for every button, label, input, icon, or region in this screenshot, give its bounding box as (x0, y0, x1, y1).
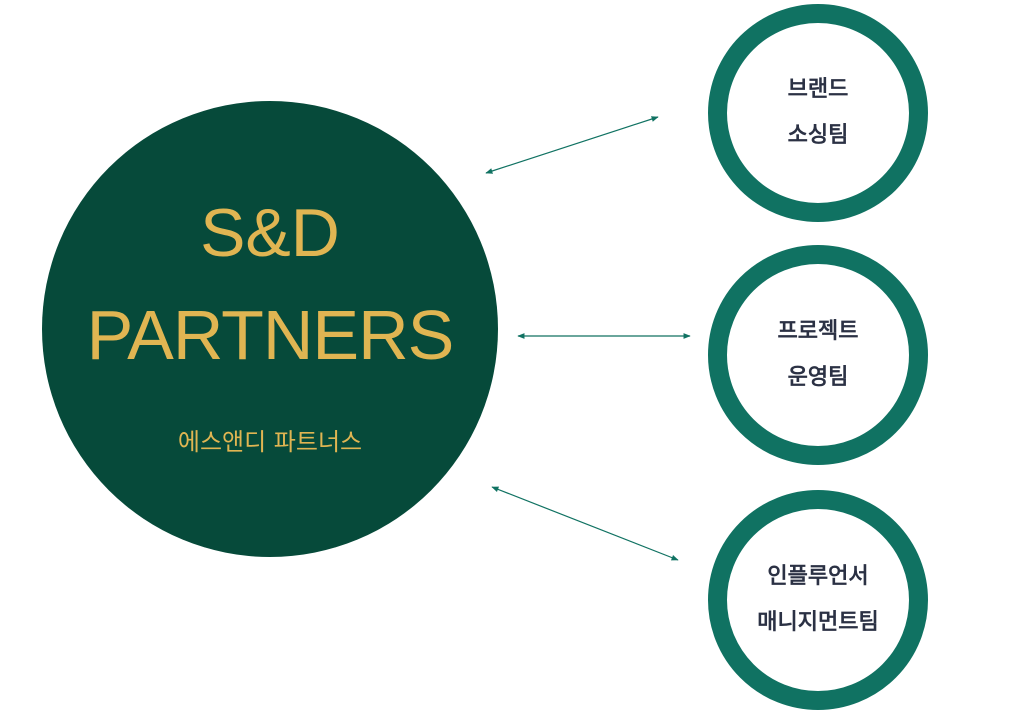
company-name-korean: 에스앤디 파트너스 (177, 428, 363, 456)
team-circle-project-operations: 프로젝트 운영팀 (708, 245, 928, 465)
company-name-line1: S&D (200, 195, 340, 271)
company-name-line2: PARTNERS (86, 296, 455, 374)
team-label-line1: 프로젝트 (777, 319, 859, 344)
arrow-to-influencer-team (491, 486, 679, 561)
team-circle-brand-sourcing: 브랜드 소싱팀 (708, 4, 928, 222)
team-label-line2: 매니지먼트팀 (757, 610, 879, 635)
company-circle: S&D PARTNERS 에스앤디 파트너스 (42, 101, 498, 557)
arrow-to-brand-team (485, 116, 659, 174)
team-label-line2: 운영팀 (787, 365, 849, 390)
team-label-line1: 인플루언서 (767, 564, 869, 589)
team-label-line2: 소싱팀 (787, 123, 849, 148)
team-label-line1: 브랜드 (787, 77, 849, 102)
team-circle-influencer-management: 인플루언서 매니지먼트팀 (708, 490, 928, 710)
